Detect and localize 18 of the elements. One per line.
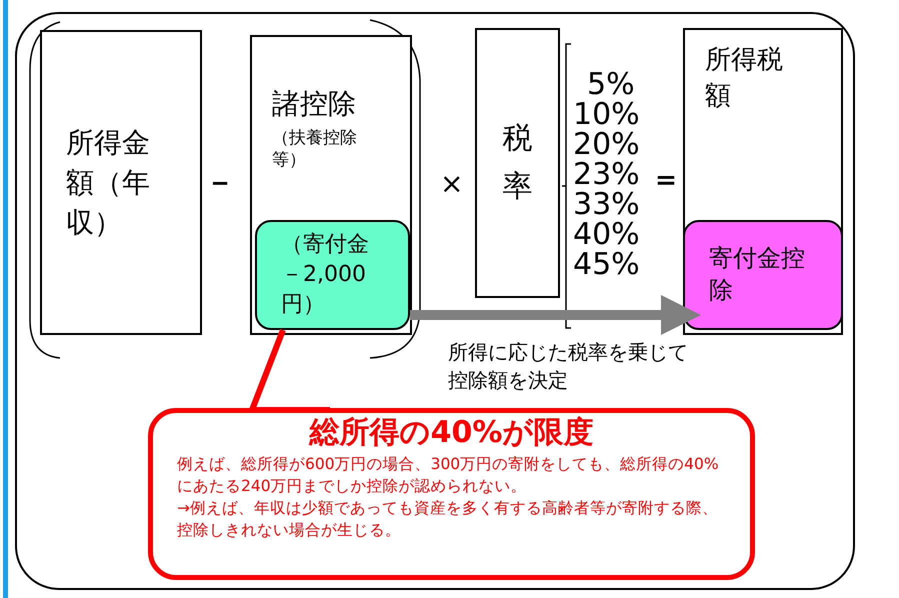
process-box — [475, 28, 560, 298]
box-label: 諸控除 — [272, 86, 357, 122]
highlight-box — [255, 220, 410, 330]
callout-box — [148, 408, 755, 580]
process-box — [683, 28, 843, 335]
highlight-box — [683, 220, 843, 330]
box-note: （扶養控除等） — [272, 127, 358, 171]
callout-title: 総所得の40%が限度 — [308, 414, 594, 452]
box-label: 所得金額（年収） — [66, 124, 151, 240]
process-box — [40, 30, 202, 335]
box-label: （寄付金－2,000円） — [281, 231, 370, 319]
callout-text: →例えば、年収は少額であっても資産を多く有する高齢者等が寄附する際、控除しきれない場合が生じる。 — [177, 498, 719, 541]
arrow — [410, 295, 701, 335]
callout-text: 例えば、総所得が600万円の場合、300万円の寄附をしても、総所得の40%にあたる240万円までしか控除が認められない。 — [177, 454, 720, 497]
box-label: 税率 — [502, 120, 532, 206]
box-label: 所得税額 — [705, 44, 784, 113]
process-box — [250, 35, 412, 335]
box-label: 寄付金控除 — [709, 243, 806, 306]
